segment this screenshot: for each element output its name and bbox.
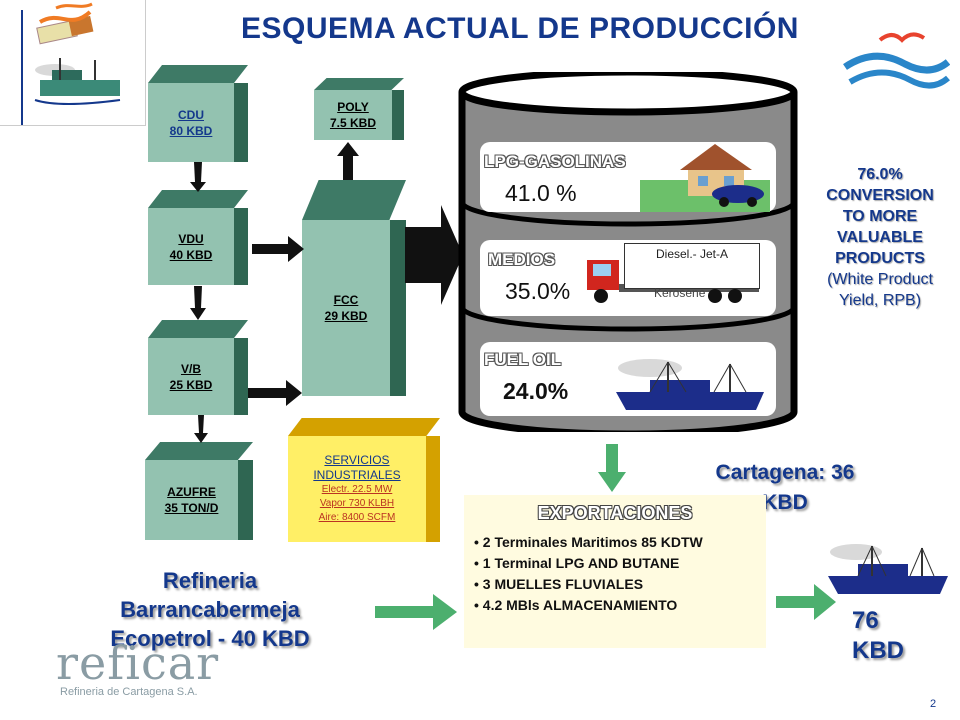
arrow-vdu-fcc [252, 236, 304, 262]
servicios-title2: INDUSTRIALES [313, 468, 401, 482]
ship-icon [616, 359, 764, 410]
refineria-block: Refineria Barrancabermeja Ecopetrol - 40… [60, 566, 360, 653]
cdu-unit: CDU 80 KBD [148, 65, 248, 162]
arrow-cdu-vdu [190, 162, 206, 192]
refineria-l2: Barrancabermeja [120, 597, 300, 622]
export-total-l2: KBD [852, 637, 904, 664]
corner-logo [0, 0, 146, 126]
fuel-pct: 24.0% [503, 378, 569, 404]
conversion-l7: Yield, RPB) [838, 292, 922, 309]
export-total-block: 76 KBD [852, 606, 904, 666]
vdu-name: VDU [178, 231, 204, 246]
poly-unit: POLY 7.5 KBD [314, 78, 404, 140]
cigarette-ship-icon [21, 2, 121, 125]
servicios-title1: SERVICIOS [324, 453, 390, 467]
arrow-vb-azufre [194, 415, 208, 443]
export-item: • 2 Terminales Maritimos 85 KDTW [474, 534, 703, 550]
vb-name: V/B [180, 361, 201, 376]
arrow-fcc-poly [337, 142, 359, 180]
wave-logo-icon [843, 32, 950, 89]
vb-value: 25 KBD [169, 377, 213, 392]
export-item: • 1 Terminal LPG AND BUTANE [474, 555, 680, 571]
export-ship-icon [828, 544, 948, 594]
reficar-logo: reficar Refineria de Cartagena S.A. [56, 640, 219, 698]
export-item: • 4.2 MBls ALMACENAMIENTO [474, 597, 678, 613]
cartagena-block: Cartagena: 36 KBD [690, 458, 880, 518]
exportaciones-box: EXPORTACIONES • 2 Terminales Maritimos 8… [464, 495, 766, 648]
vdu-value: 40 KBD [169, 247, 213, 262]
refineria-l1: Refineria [162, 568, 258, 593]
house-car-icon [640, 144, 770, 212]
arrow-refineria-export [375, 594, 457, 630]
servicios-electr: Electr. 22.5 MW [321, 484, 393, 495]
cdu-value: 80 KBD [169, 123, 213, 138]
lpg-label: LPG-GASOLINAS [484, 152, 626, 171]
fcc-name: FCC [333, 293, 359, 307]
conversion-l5: PRODUCTS [835, 250, 925, 267]
page-number: 2 [930, 698, 937, 710]
conversion-l3: TO MORE [842, 208, 918, 225]
export-total-l1: 76 [852, 607, 879, 634]
page-title: ESQUEMA ACTUAL DE PRODUCCIÓN [241, 12, 799, 45]
cartagena-l1: Cartagena: 36 [715, 461, 855, 484]
azufre-name: AZUFRE [167, 485, 216, 499]
cartagena-l2: KBD [762, 491, 808, 514]
poly-value: 7.5 KBD [329, 116, 376, 130]
servicios-box: SERVICIOS INDUSTRIALES Electr. 22.5 MW V… [288, 418, 440, 542]
conversion-l4: VALUABLE [837, 229, 923, 246]
arrow-tank-export [598, 444, 626, 492]
arrow-vb-fcc [248, 380, 302, 406]
refineria-l3: Ecopetrol - 40 KBD [110, 626, 310, 651]
servicios-vapor: Vapor 730 KLBH [319, 498, 395, 509]
arrow-to-tank [405, 205, 463, 305]
servicios-aire: Aire: 8400 SCFM [318, 512, 396, 523]
poly-name: POLY [337, 100, 369, 114]
truck-cargo-text2: Kerosene [654, 286, 706, 300]
vb-unit: V/B 25 KBD [148, 320, 248, 415]
fcc-unit: FCC 29 KBD [302, 180, 406, 396]
arrow-vdu-vb [190, 286, 206, 320]
fcc-value: 29 KBD [324, 309, 368, 323]
reficar-wordmark: reficar [56, 636, 220, 690]
conversion-l2: CONVERSION [826, 187, 934, 204]
fuel-label: FUEL OIL [484, 350, 562, 369]
exportaciones-title: EXPORTACIONES [537, 503, 693, 523]
azufre-unit: AZUFRE 35 TON/D [145, 442, 253, 540]
truck-cargo-text: Diesel.- Jet-A [655, 247, 729, 261]
arrow-export-total [776, 584, 836, 620]
cdu-name: CDU [178, 107, 204, 122]
conversion-block: 76.0% CONVERSION TO MORE VALUABLE PRODUC… [800, 164, 960, 311]
conversion-l1: 76.0% [857, 166, 903, 183]
truck-cargo: Diesel.- Jet-A [624, 243, 760, 289]
azufre-value: 35 TON/D [164, 501, 219, 515]
lpg-pct: 41.0 % [505, 180, 577, 206]
conversion-l6: (White Product [827, 271, 933, 288]
medios-label: MEDIOS [488, 250, 556, 269]
export-item: • 3 MUELLES FLUVIALES [474, 576, 644, 592]
medios-pct: 35.0% [505, 278, 571, 304]
reficar-subtitle: Refineria de Cartagena S.A. [60, 686, 198, 698]
vdu-unit: VDU 40 KBD [148, 190, 248, 285]
